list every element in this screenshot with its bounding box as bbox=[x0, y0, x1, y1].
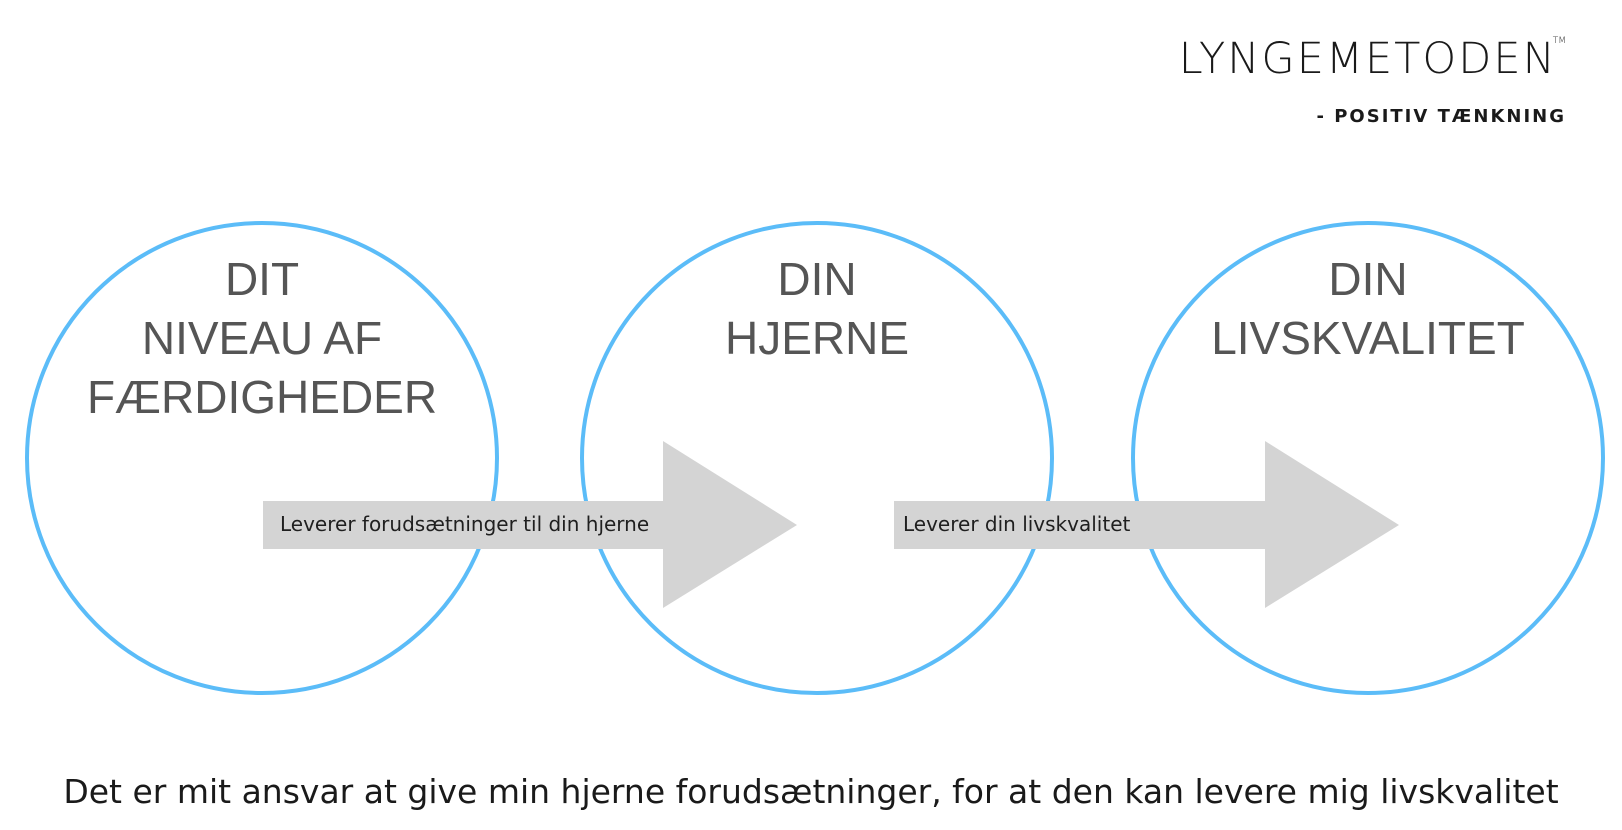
brand-tagline: - POSITIV TÆNKNING bbox=[1316, 106, 1566, 127]
arrow-to-brain bbox=[263, 441, 797, 608]
circle-label-line: NIVEAU AF bbox=[141, 312, 383, 364]
arrow-label-to-brain: Leverer forudsætninger til din hjerne bbox=[280, 512, 650, 536]
footer-statement: Det er mit ansvar at give min hjerne for… bbox=[63, 772, 1559, 811]
circle-skills bbox=[25, 221, 499, 695]
circle-label-line: HJERNE bbox=[724, 312, 910, 364]
arrow-label-to-quality-of-life: Leverer din livskvalitet bbox=[903, 512, 1131, 536]
trademark-mark: TM bbox=[1552, 36, 1566, 46]
circle-label-line: DIN bbox=[777, 253, 857, 305]
circle-brain bbox=[580, 221, 1054, 695]
circle-label-quality-of-life: DIN LIVSKVALITET bbox=[1158, 250, 1578, 368]
brand-logo-title: LYNGEMETODENTM bbox=[1178, 34, 1566, 84]
circle-label-skills: DIT NIVEAU AF FÆRDIGHEDER bbox=[52, 250, 472, 427]
circle-label-line: LIVSKVALITET bbox=[1211, 312, 1525, 364]
circle-label-line: FÆRDIGHEDER bbox=[86, 371, 438, 423]
circle-label-brain: DIN HJERNE bbox=[607, 250, 1027, 368]
circle-quality-of-life bbox=[1131, 221, 1605, 695]
circle-label-line: DIT bbox=[224, 253, 300, 305]
arrow-to-quality-of-life bbox=[894, 441, 1399, 608]
circle-label-line: DIN bbox=[1328, 253, 1408, 305]
